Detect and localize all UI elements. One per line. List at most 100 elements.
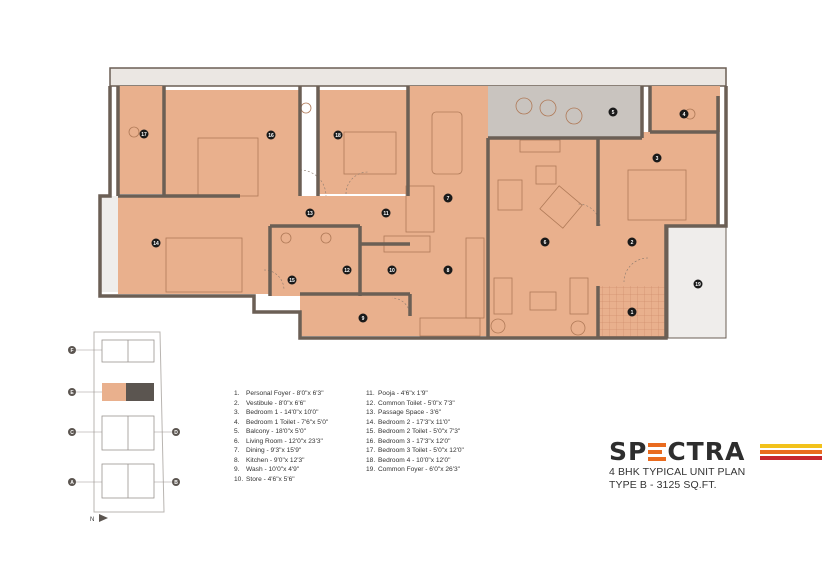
room-fills — [118, 86, 720, 338]
legend-item-number: 19. — [366, 466, 376, 473]
room-marker-17: 17 — [139, 129, 149, 139]
svg-text:F: F — [70, 348, 73, 354]
legend-item-text: Kitchen - 9'0"x 12'3" — [246, 456, 305, 464]
legend-item-number: 17. — [366, 447, 376, 454]
svg-text:C: C — [70, 430, 74, 436]
svg-text:E: E — [70, 390, 74, 396]
svg-text:19: 19 — [695, 282, 701, 288]
key-label-f: F — [68, 346, 76, 354]
legend-item-text: Personal Foyer - 8'0"x 6'3" — [246, 390, 324, 397]
room-marker-5: 5 — [608, 107, 618, 117]
legend-item-text: Vestibule - 8'0"x 6'6" — [246, 399, 306, 407]
legend-item-text: Bedroom 1 Toilet - 7'6"x 5'0" — [246, 418, 329, 426]
legend-item: 7.Dining - 9'3"x 15'9" — [234, 446, 328, 456]
room-marker-18: 18 — [333, 130, 343, 140]
legend-item-number: 3. — [234, 409, 240, 416]
legend-item: 19.Common Foyer - 6'0"x 26'3" — [366, 465, 464, 475]
legend-item: 1. Personal Foyer - 8'0"x 6'3" — [234, 389, 328, 399]
walls — [98, 86, 728, 340]
legend-item-text: Dining - 9'3"x 15'9" — [246, 447, 302, 454]
room-marker-19: 19 — [693, 279, 703, 289]
legend-item: 11.Pooja - 4'6"x 1'9" — [366, 389, 464, 399]
svg-text:10: 10 — [389, 268, 395, 274]
svg-text:11: 11 — [383, 211, 389, 217]
svg-text:B: B — [174, 480, 178, 486]
legend-item-text: Bedroom 2 - 17'3"x 11'0" — [378, 418, 450, 426]
legend-item-text: Bedroom 1 - 14'0"x 10'0" — [246, 409, 319, 416]
legend-item: 5.Balcony - 18'0"x 5'0" — [234, 427, 328, 437]
legend-item-number: 18. — [366, 456, 376, 464]
legend-item-number: 1. — [234, 390, 240, 397]
key-label-c: C — [68, 428, 76, 436]
room-marker-1: 1 — [627, 307, 637, 317]
room-marker-3: 3 — [652, 153, 662, 163]
legend-item-number: 6. — [234, 437, 240, 445]
legend-item-number: 8. — [234, 456, 240, 464]
legend-item-number: 13. — [366, 409, 376, 416]
room-marker-13: 13 — [305, 208, 315, 218]
legend-item-text: Pooja - 4'6"x 1'9" — [378, 390, 428, 397]
stripe-orange — [760, 450, 822, 454]
svg-text:12: 12 — [344, 268, 350, 274]
legend-item-number: 16. — [366, 437, 376, 445]
svg-text:14: 14 — [153, 241, 159, 247]
legend-item: 12.Common Toilet - 5'0"x 7'3" — [366, 399, 464, 409]
stripe-yellow — [760, 444, 822, 448]
legend-item-text: Passage Space - 3'6" — [378, 409, 441, 416]
room-marker-8: 8 — [443, 265, 453, 275]
svg-text:3: 3 — [656, 156, 659, 162]
svg-text:4: 4 — [683, 112, 686, 118]
svg-text:16: 16 — [268, 133, 274, 139]
legend-item: 6. Living Room - 12'0"x 23'3" — [234, 437, 328, 447]
key-plan-building-f — [101, 339, 155, 363]
room-marker-16: 16 — [266, 130, 276, 140]
key-label-b: B — [172, 478, 180, 486]
logo-e-mark-icon — [648, 443, 667, 461]
legend-item: 8. Kitchen - 9'0"x 12'3" — [234, 456, 328, 466]
legend-item-number: 10. — [234, 475, 244, 483]
svg-text:2: 2 — [631, 240, 634, 246]
legend-item-number: 4. — [234, 418, 240, 426]
legend-item: 10.Store - 4'6"x 5'6" — [234, 475, 328, 485]
legend-item-number: 9. — [234, 466, 240, 473]
key-label-d: D — [172, 428, 180, 436]
legend-item-text: Balcony - 18'0"x 5'0" — [246, 428, 306, 435]
room-marker-11: 11 — [381, 208, 391, 218]
legend-item-text: Bedroom 2 Toilet - 5'0"x 7'3" — [378, 428, 461, 435]
north-arrow-icon: N — [90, 514, 108, 523]
legend-item-text: Common Toilet - 5'0"x 7'3" — [378, 399, 455, 407]
key-label-e: E — [68, 388, 76, 396]
svg-text:1: 1 — [631, 310, 634, 316]
room-markers: 1 2 3 4 5 6 7 8 9 10 11 12 13 14 15 16 1… — [139, 107, 703, 323]
legend-item-text: Living Room - 12'0"x 23'3" — [246, 437, 323, 445]
legend-item-text: Bedroom 3 - 17'3"x 12'0" — [378, 437, 451, 445]
legend-item: 16.Bedroom 3 - 17'3"x 12'0" — [366, 437, 464, 447]
svg-text:N: N — [90, 517, 94, 523]
room-marker-14: 14 — [151, 238, 161, 248]
legend-item-number: 14. — [366, 418, 376, 426]
key-plan-highlight-e — [102, 383, 126, 401]
legend-item: 9.Wash - 10'0"x 4'9" — [234, 465, 328, 475]
room-marker-15: 15 — [287, 275, 297, 285]
legend-item-text: Bedroom 3 Toilet - 5'0"x 12'0" — [378, 447, 464, 454]
key-label-a: A — [68, 478, 76, 486]
svg-text:18: 18 — [335, 133, 341, 139]
stripe-red — [760, 456, 822, 460]
svg-text:6: 6 — [544, 240, 547, 246]
brand-stripes — [760, 444, 822, 462]
svg-text:A: A — [70, 480, 74, 486]
legend-item: 15.Bedroom 2 Toilet - 5'0"x 7'3" — [366, 427, 464, 437]
room-marker-6: 6 — [540, 237, 550, 247]
legend-item-number: 2. — [234, 399, 240, 407]
legend-item-number: 11. — [366, 390, 375, 397]
legend-item-text: Common Foyer - 6'0"x 26'3" — [378, 466, 460, 473]
legend-item: 4. Bedroom 1 Toilet - 7'6"x 5'0" — [234, 418, 328, 428]
unit-type-line: 4 BHK TYPICAL UNIT PLAN — [609, 466, 746, 478]
top-terrace — [109, 67, 727, 87]
key-plan: F E C D A B N — [68, 331, 180, 523]
room-marker-12: 12 — [342, 265, 352, 275]
unit-area-line: TYPE B - 3125 SQ.FT. — [609, 478, 717, 491]
svg-text:15: 15 — [289, 278, 295, 284]
